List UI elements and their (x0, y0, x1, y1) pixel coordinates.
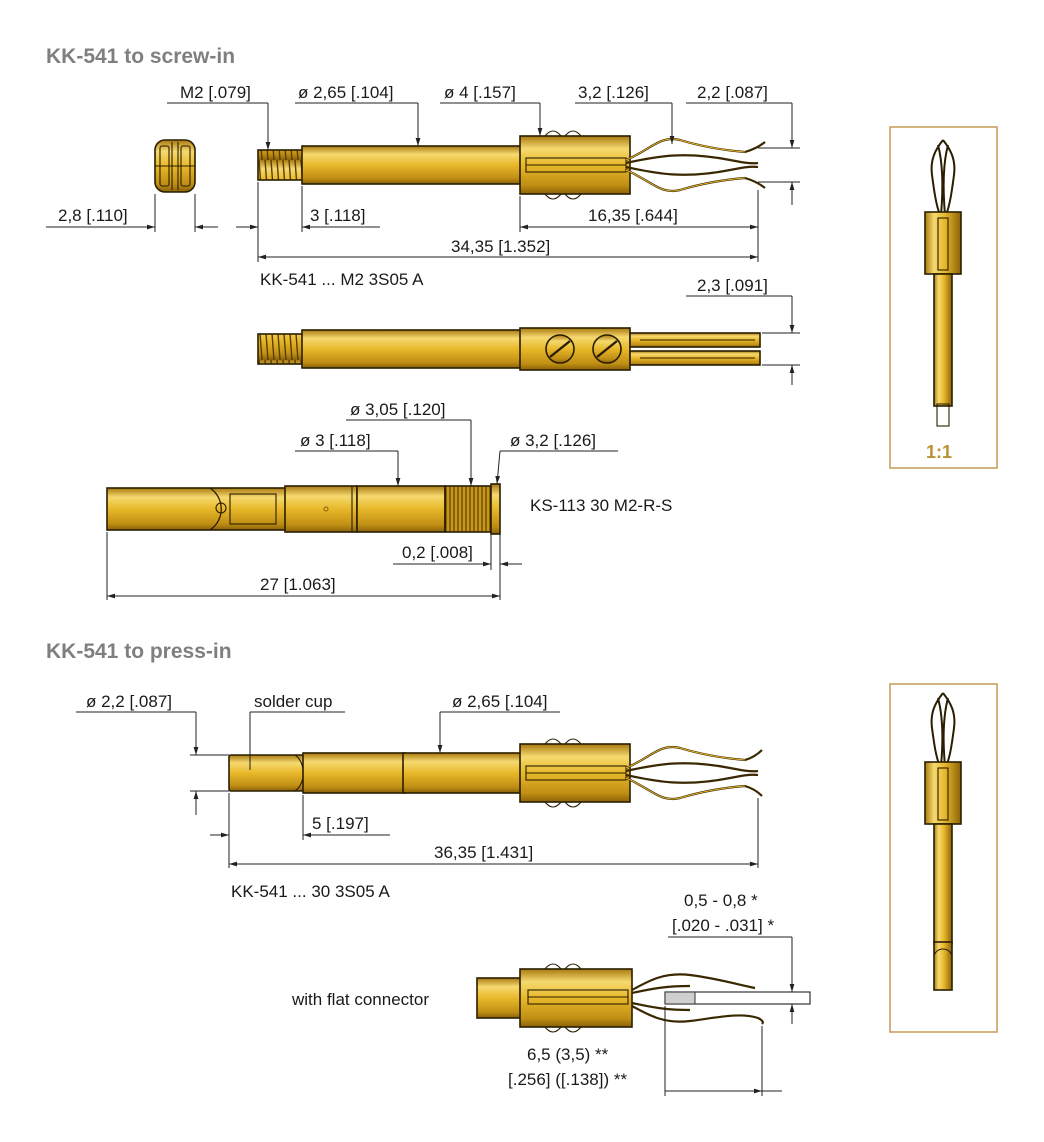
solder-cup-callout: solder cup (249, 692, 345, 770)
dim-socket-collar-label: ø 3,05 [.120] (350, 400, 445, 419)
dim-socket-body: ø 3 [.118] (295, 431, 401, 486)
dim-body-dia: ø 4 [.157] (440, 83, 543, 136)
part-number-screw-in: KK-541 ... M2 3S05 A (260, 270, 424, 289)
dim-insert-in: [.256] ([.138]) ** (508, 1070, 627, 1089)
dim-press-shaft-dia: ø 2,65 [.104] (437, 692, 560, 753)
dim-cup-dia: ø 2,2 [.087] (76, 692, 229, 815)
socket-knurl (444, 485, 492, 533)
press-in-pin (228, 738, 763, 808)
dim-socket-end-label: ø 3,2 [.126] (510, 431, 596, 450)
part-number-socket: KS-113 30 M2-R-S (530, 496, 672, 515)
dim-tip-label: 2,2 [.087] (697, 83, 768, 102)
scale-panel-screw-in: 1:1 (889, 126, 998, 469)
dim-socket-collar: ø 3,05 [.120] (346, 400, 474, 486)
dim-cup-len: 5 [.197] (210, 793, 390, 868)
dim-thread-len: 3 [.118] (236, 182, 380, 262)
section-title-screw-in: KK-541 to screw-in (46, 45, 235, 68)
dim-shaft-dia-label: ø 2,65 [.104] (298, 83, 393, 102)
flat-connector-label: with flat connector (291, 990, 429, 1009)
solder-cup (228, 754, 306, 792)
dim-socket-body-label: ø 3 [.118] (300, 431, 371, 450)
dim-contact-label: 3,2 [.126] (578, 83, 649, 102)
flat-connector-detail (476, 963, 811, 1033)
part-number-press-in: KK-541 ... 30 3S05 A (231, 882, 390, 901)
dim-socket-total-label: 27 [1.063] (260, 575, 336, 594)
dim-insert-depth: 6,5 (3,5) ** [.256] ([.138]) ** (508, 1006, 782, 1096)
dim-side-width-label: 2,3 [.091] (697, 276, 768, 295)
scale-label-1: 1:1 (926, 442, 952, 462)
dim-contact: 3,2 [.126] (575, 83, 675, 144)
press-in-contact-fingers (625, 745, 763, 801)
scale-panel-press-in (889, 683, 998, 1033)
thread-section (257, 149, 305, 181)
section-title-press-in: KK-541 to press-in (46, 640, 232, 663)
dim-shaft-dia: ø 2,65 [.104] (295, 83, 421, 146)
dim-side-width: 2,3 [.091] (686, 276, 800, 385)
dim-socket-total: 27 [1.063] (106, 532, 500, 600)
contact-fingers (625, 137, 766, 193)
dim-end-view: 2,8 [.110] (46, 194, 218, 232)
dim-press-total-label: 36,35 [1.431] (434, 843, 533, 862)
dim-end-view-label: 2,8 [.110] (58, 206, 128, 225)
screw-in-pin-side (257, 327, 761, 371)
screw-head-2 (592, 334, 622, 364)
dim-flat-thickness-in: [.020 - .031] * (672, 916, 774, 935)
dim-flat-thickness-mm: 0,5 - 0,8 * (684, 891, 758, 910)
dim-body-dia-label: ø 4 [.157] (444, 83, 516, 102)
dim-tip: 2,2 [.087] (686, 83, 800, 205)
dim-thread-len-label: 3 [.118] (310, 206, 365, 225)
shaft (301, 145, 523, 185)
dim-press-shaft-dia-label: ø 2,65 [.104] (452, 692, 547, 711)
dim-socket-end: ø 3,2 [.126] (495, 431, 618, 485)
screw-head-1 (545, 334, 575, 364)
dim-thread-label: M2 [.079] (180, 83, 251, 102)
dim-total-screw: 34,35 [1.352] (258, 237, 758, 260)
dim-socket-step: 0,2 [.008] (393, 534, 522, 600)
socket-ks-113 (106, 483, 501, 535)
dim-total-screw-label: 34,35 [1.352] (451, 237, 550, 256)
dim-insert-mm: 6,5 (3,5) ** (527, 1045, 609, 1064)
socket-internal-thread (229, 493, 277, 525)
dim-head-len-label: 16,35 [.644] (588, 206, 678, 225)
dim-press-total: 36,35 [1.431] (229, 798, 759, 868)
dim-head-len: 16,35 [.644] (519, 190, 759, 262)
dim-socket-step-label: 0,2 [.008] (402, 543, 473, 562)
dim-cup-len-label: 5 [.197] (312, 814, 369, 833)
dim-flat-thickness: [.020 - .031] * (668, 916, 795, 1024)
dim-thread: M2 [.079] (167, 83, 271, 150)
end-view-contact (154, 139, 196, 193)
screw-in-pin (257, 130, 766, 200)
solder-cup-label: solder cup (254, 692, 332, 711)
dim-cup-dia-label: ø 2,2 [.087] (86, 692, 172, 711)
